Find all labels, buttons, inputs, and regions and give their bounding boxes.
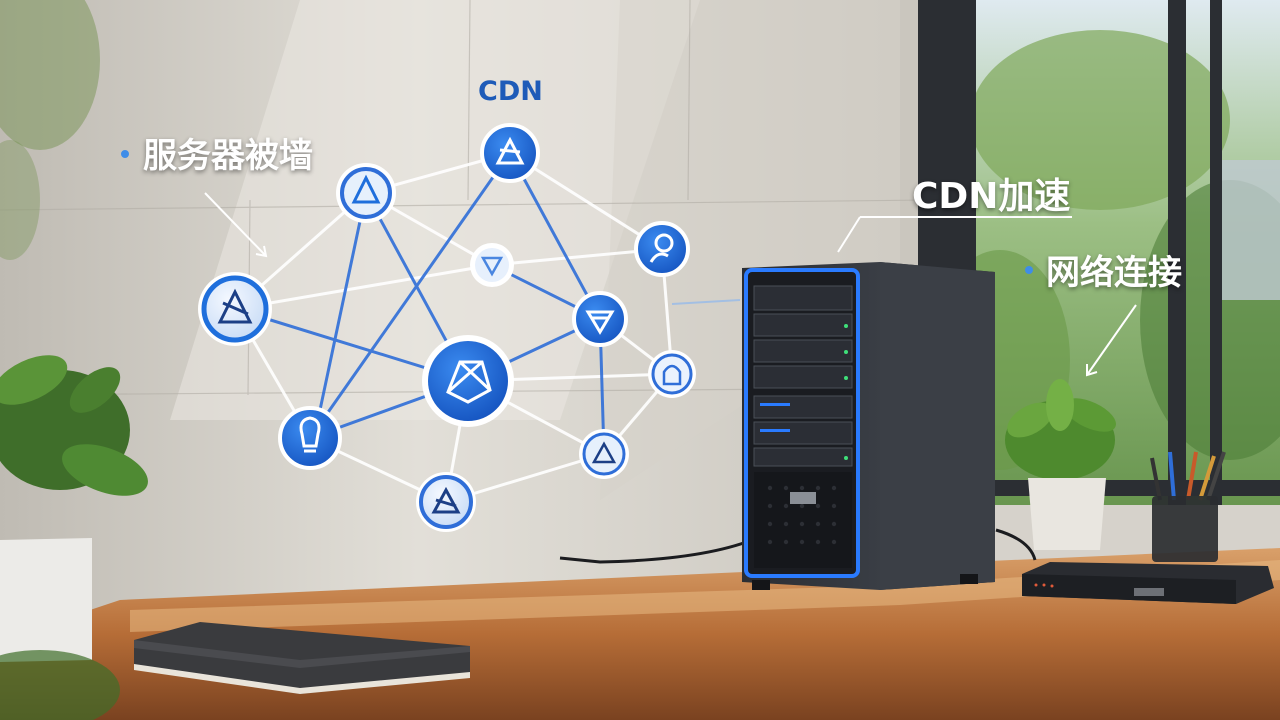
- network-connection-label: 网络连接: [1046, 253, 1182, 293]
- notebook: [134, 622, 470, 694]
- potted-plant-left: [0, 0, 148, 720]
- bullet-dot: [1025, 266, 1033, 274]
- user-icon: [634, 221, 690, 277]
- server-tower: [742, 262, 995, 590]
- cdn-acceleration-label: CDN加速: [912, 176, 1071, 217]
- network-node-icon: [198, 272, 272, 346]
- pen-holder: [1150, 451, 1226, 562]
- network-router: [1022, 562, 1274, 604]
- annotation-arrows: [204, 192, 1137, 377]
- network-node-icon: [336, 163, 396, 223]
- network-node-icon: [416, 472, 476, 532]
- cable: [559, 538, 753, 564]
- server-blocked-label: 服务器被墙: [143, 136, 313, 176]
- bullet-dot: [121, 150, 129, 158]
- person-bust-icon: [648, 350, 696, 398]
- network-node-icon: [470, 243, 514, 287]
- cdn-label: CDN: [478, 76, 543, 107]
- network-node-icon: [579, 429, 629, 479]
- network-nodes: [198, 123, 696, 532]
- network-node-icon: [572, 291, 628, 347]
- network-node-icon: [480, 123, 540, 183]
- potted-plant-right: [1005, 379, 1116, 550]
- lightbulb-icon: [278, 406, 342, 470]
- network-node-icon: [422, 335, 514, 427]
